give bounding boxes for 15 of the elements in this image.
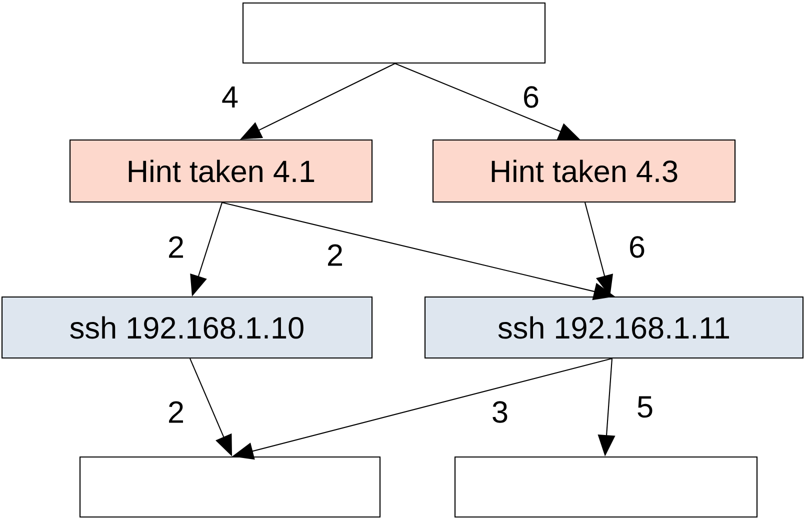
edge-label: 2 bbox=[169, 236, 183, 258]
edge-label: 5 bbox=[638, 396, 652, 418]
edge-label: 6 bbox=[524, 86, 538, 108]
empty-box bbox=[454, 456, 758, 518]
empty-box bbox=[242, 2, 546, 64]
edge-label: 4 bbox=[222, 86, 238, 108]
edge-label: 3 bbox=[492, 401, 508, 423]
edge-label: 2 bbox=[328, 244, 342, 266]
edge-label: 2 bbox=[169, 401, 183, 423]
edge-label: 6 bbox=[630, 236, 644, 258]
label-box: ssh 192.168.1.10 bbox=[1, 296, 373, 359]
label-box: ssh 192.168.1.11 bbox=[424, 296, 804, 359]
empty-box bbox=[79, 456, 381, 518]
label-box: Hint taken 4.3 bbox=[432, 139, 736, 203]
label-box: Hint taken 4.1 bbox=[69, 139, 373, 203]
